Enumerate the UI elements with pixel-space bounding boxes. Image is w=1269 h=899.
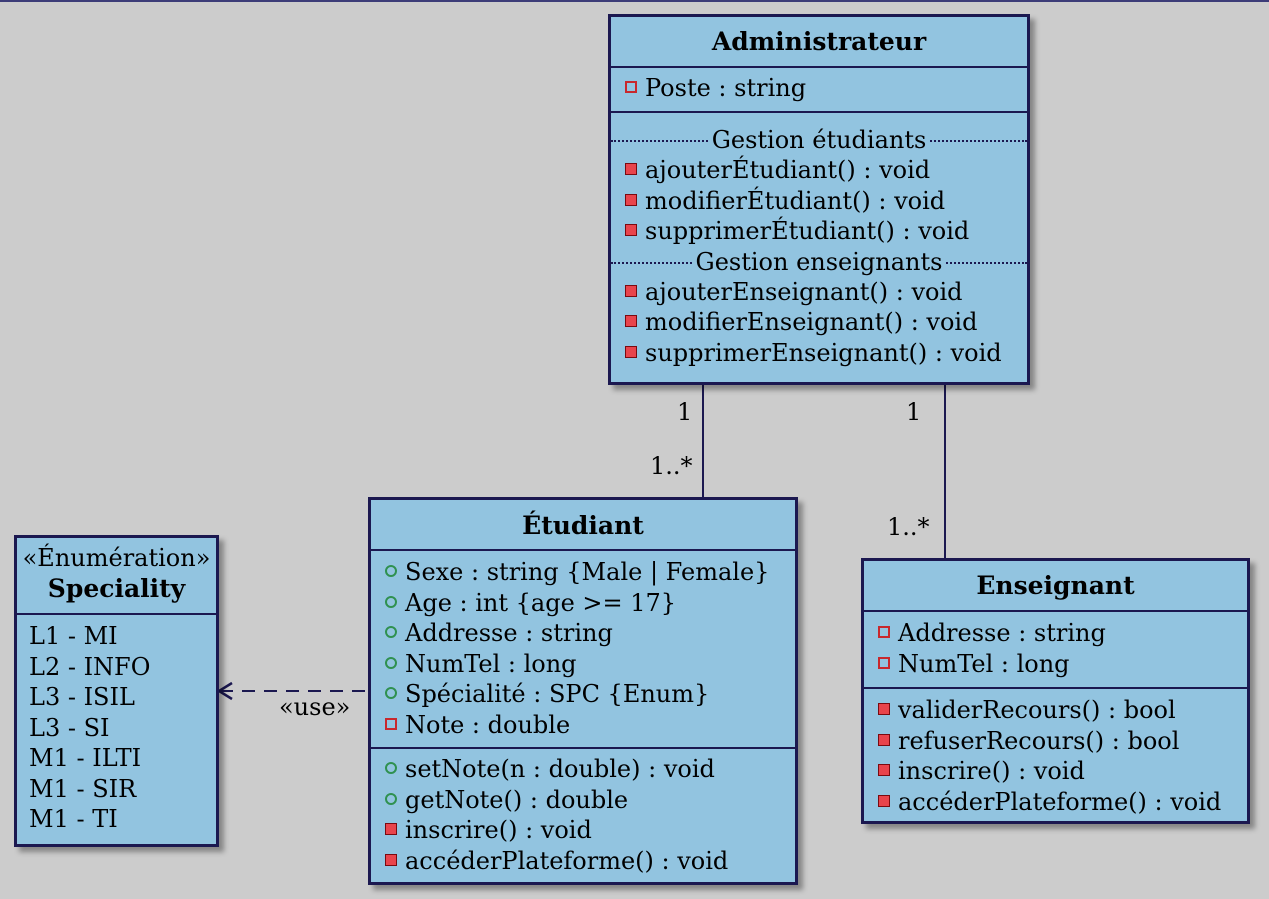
multiplicity-admin-to-enseignant-source: 1 [906, 398, 922, 426]
compartment-divider [611, 111, 1027, 113]
enum-value: L1 - MI [29, 622, 118, 650]
enum-values: L1 - MI L2 - INFO L3 - ISIL L3 - SI M1 -… [17, 615, 216, 835]
compartment-divider [864, 687, 1247, 689]
attribute-row: Note : double [371, 710, 795, 741]
methods-compartment: setNote(n : double) : void getNote() : d… [371, 749, 795, 876]
method-row: refuserRecours() : bool [864, 726, 1247, 757]
use-dependency-label: «use» [279, 693, 351, 721]
attribute-row: NumTel : long [864, 649, 1247, 680]
attribute-row: Age : int {age >= 17} [371, 588, 795, 619]
attribute-row: Sexe : string {Male | Female} [371, 557, 795, 588]
enum-value: M1 - SIR [29, 774, 137, 803]
multiplicity-admin-to-etudiant-source: 1 [677, 398, 693, 426]
private-method-icon [625, 163, 637, 175]
group-separator: Gestion enseignants [611, 247, 1027, 277]
attribute-row: NumTel : long [371, 649, 795, 680]
attributes-compartment: Sexe : string {Male | Female} Age : int … [371, 551, 795, 747]
public-method-icon [385, 762, 397, 774]
class-enseignant[interactable]: Enseignant Addresse : string NumTel : lo… [861, 558, 1250, 824]
method-row: validerRecours() : bool [864, 695, 1247, 726]
enum-value: L3 - SI [29, 713, 110, 742]
private-attribute-icon [385, 717, 397, 730]
private-method-icon [625, 315, 637, 327]
private-attribute-icon [878, 626, 890, 638]
public-attribute-icon [385, 687, 397, 699]
enum-value: M1 - TI [29, 805, 118, 833]
public-attribute-icon [385, 626, 397, 638]
method-row: getNote() : double [371, 785, 795, 816]
attributes-compartment: Addresse : string NumTel : long [864, 612, 1247, 687]
public-attribute-icon [385, 565, 397, 577]
top-border [0, 0, 1269, 2]
enum-value: L2 - INFO [29, 652, 151, 681]
method-row: modifierEnseignant() : void [611, 307, 1027, 338]
enum-title: Speciality [47, 574, 186, 603]
enum-stereotype: «Énumération» [22, 544, 211, 572]
private-method-icon [878, 703, 890, 715]
attribute-row: Addresse : string [864, 618, 1247, 649]
private-method-icon [385, 823, 397, 835]
enum-value: L3 - ISIL [29, 683, 135, 711]
method-row: inscrire() : void [864, 756, 1247, 787]
method-row: supprimerÉtudiant() : void [611, 216, 1027, 247]
class-title: Étudiant [522, 511, 644, 540]
compartment-divider [371, 747, 795, 749]
dependency-arrowhead [216, 681, 233, 701]
private-method-icon [625, 345, 637, 358]
method-row: setNote(n : double) : void [371, 754, 795, 785]
methods-compartment: validerRecours() : bool refuserRecours()… [864, 689, 1247, 817]
public-method-icon [385, 792, 397, 805]
method-row: inscrire() : void [371, 815, 795, 846]
class-title: Enseignant [976, 571, 1135, 600]
private-method-icon [878, 733, 890, 746]
compartment-divider [17, 613, 216, 615]
method-row: accéderPlateforme() : void [371, 846, 795, 877]
private-method-icon [625, 193, 637, 206]
methods-compartment: Gestion étudiants ajouterÉtudiant() : vo… [611, 113, 1027, 368]
group-separator: Gestion étudiants [611, 125, 1027, 155]
method-row: ajouterEnseignant() : void [611, 277, 1027, 308]
private-attribute-icon [625, 81, 637, 93]
private-method-icon [625, 284, 637, 297]
method-row: supprimerEnseignant() : void [611, 338, 1027, 369]
multiplicity-admin-to-enseignant-target: 1..* [887, 513, 930, 541]
public-attribute-icon [385, 595, 397, 608]
multiplicity-admin-to-etudiant-target: 1..* [650, 452, 693, 480]
class-etudiant[interactable]: Étudiant Sexe : string {Male | Female} A… [368, 497, 798, 885]
class-administrateur[interactable]: Administrateur Poste : string Gestion ét… [608, 14, 1030, 385]
private-method-icon [625, 224, 637, 236]
method-row: modifierÉtudiant() : void [611, 186, 1027, 217]
method-row: accéderPlateforme() : void [864, 787, 1247, 818]
enum-value: M1 - ILTI [29, 744, 142, 772]
compartment-divider [611, 66, 1027, 68]
private-method-icon [878, 764, 890, 776]
private-method-icon [878, 794, 890, 807]
private-method-icon [385, 853, 397, 866]
attribute-row: Addresse : string [371, 618, 795, 649]
class-title: Administrateur [711, 27, 927, 56]
enum-speciality[interactable]: «Énumération» Speciality L1 - MI L2 - IN… [14, 535, 219, 847]
method-row: ajouterÉtudiant() : void [611, 155, 1027, 186]
compartment-divider [371, 549, 795, 551]
private-attribute-icon [878, 656, 890, 669]
attribute-row: Spécialité : SPC {Enum} [371, 679, 795, 710]
attribute-row: Poste : string [611, 73, 1027, 104]
public-attribute-icon [385, 656, 397, 669]
compartment-divider [864, 610, 1247, 612]
attributes-compartment: Poste : string [611, 68, 1027, 111]
